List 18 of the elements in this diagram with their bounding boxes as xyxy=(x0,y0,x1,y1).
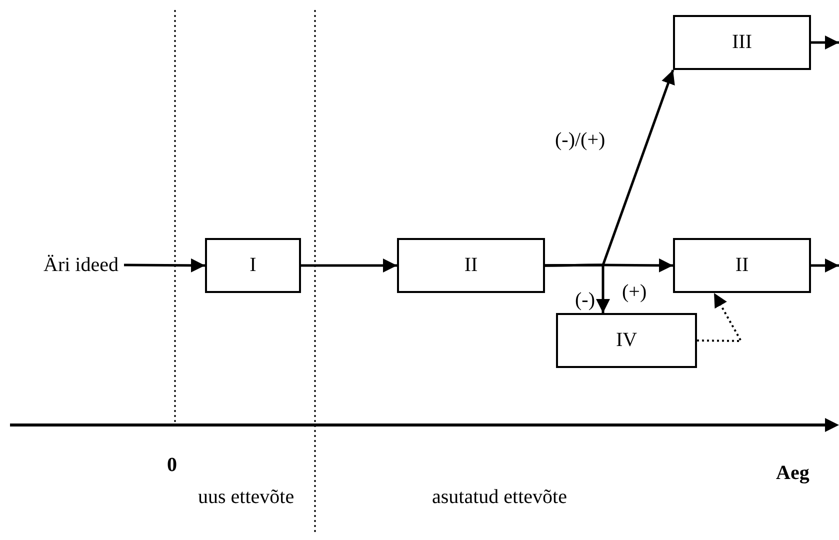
dotted-arrow xyxy=(696,292,743,342)
stage-box: III xyxy=(673,15,811,70)
edge-label: (-)/(+) xyxy=(555,130,606,150)
stage-box: IV xyxy=(556,313,697,368)
axis-title: Aeg xyxy=(776,463,810,483)
stage-box: II xyxy=(673,238,811,293)
axis-origin-label: 0 xyxy=(167,455,177,475)
period-label: uus ettevõte xyxy=(198,487,294,507)
arrow xyxy=(544,264,610,313)
edge-label: (-) xyxy=(575,290,595,310)
arrow xyxy=(124,258,205,272)
arrow xyxy=(811,258,839,272)
arrow xyxy=(811,36,839,50)
arrow xyxy=(301,258,397,272)
stage-box: II xyxy=(397,238,545,293)
stage-box: I xyxy=(205,238,301,293)
edge-label: (+) xyxy=(622,282,647,302)
period-label: asutatud ettevõte xyxy=(432,487,567,507)
